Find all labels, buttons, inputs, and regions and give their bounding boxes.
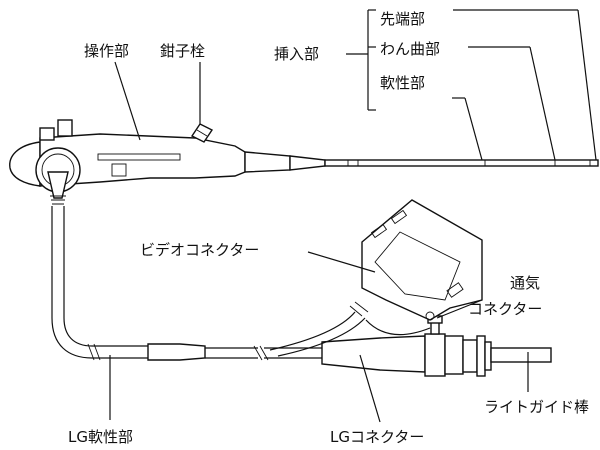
label-insertion-section: 挿入部: [274, 45, 319, 63]
label-forceps-plug: 鉗子栓: [160, 42, 205, 60]
label-air-vent-line2: コネクター: [468, 300, 542, 318]
label-bending-section: わん曲部: [380, 40, 440, 58]
label-lg-flexible-section: LG軟性部: [68, 428, 133, 446]
leader-lines: [109, 9, 597, 423]
lg-flexible-tube: [51, 206, 322, 361]
label-distal-end: 先端部: [380, 10, 425, 28]
label-video-connector: ビデオコネクター: [140, 241, 259, 259]
label-light-guide-rod: ライトガイド棒: [484, 398, 589, 416]
video-connector-cables: [269, 301, 431, 357]
label-air-vent-line1: 通気: [510, 274, 540, 292]
label-flexible-section: 軟性部: [380, 74, 425, 92]
insertion-tube: [244, 151, 599, 173]
lg-connector-body: [321, 315, 552, 377]
forceps-plug: [190, 123, 214, 143]
video-connector-body: [361, 199, 483, 321]
control-section-body: [9, 119, 246, 205]
label-lg-connector: LGコネクター: [330, 428, 424, 446]
label-control-section: 操作部: [84, 42, 129, 60]
